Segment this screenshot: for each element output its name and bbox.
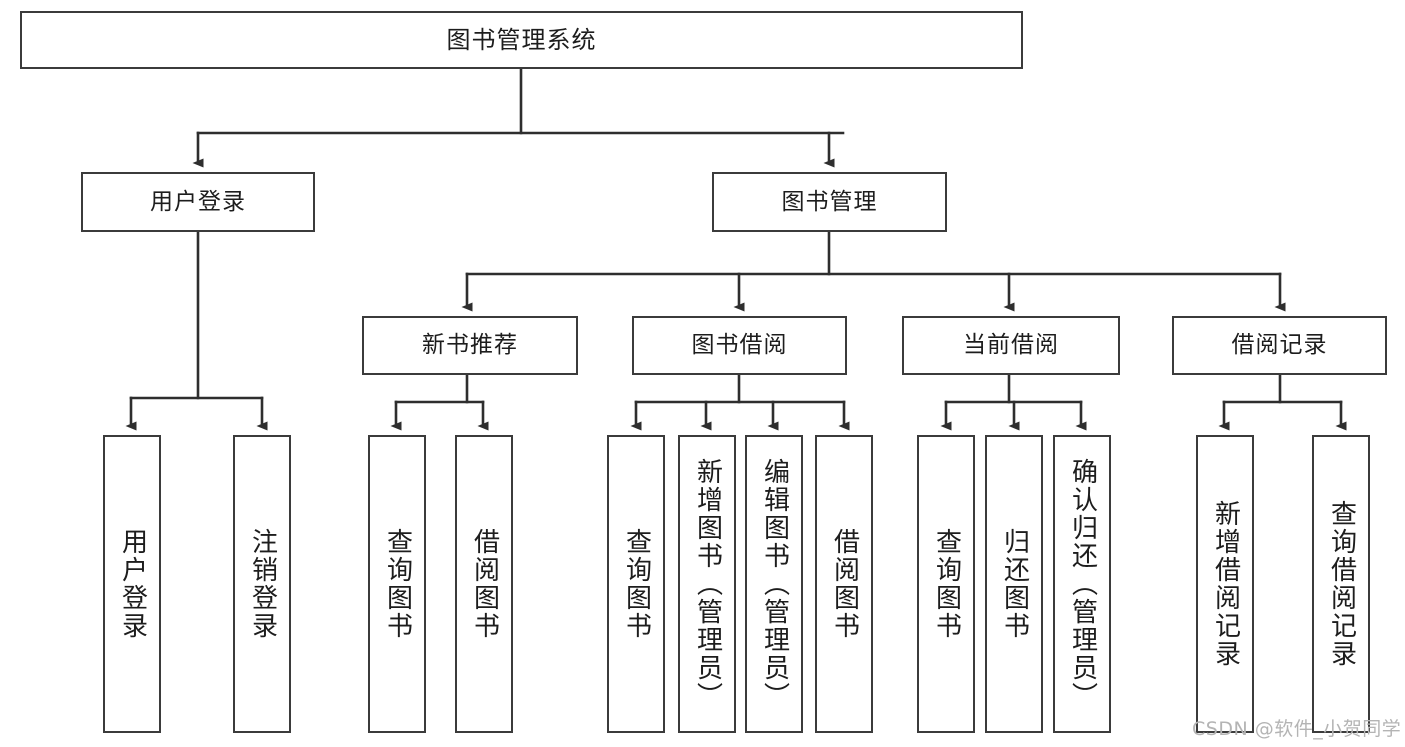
node-root-book-management-system[interactable]: 图书管理系统 bbox=[20, 11, 1023, 69]
node-user-login[interactable]: 用户登录 bbox=[81, 172, 315, 232]
leaf-user-login[interactable]: 用户登录 bbox=[103, 435, 161, 733]
node-label: 新增借阅记录 bbox=[1210, 500, 1241, 668]
node-label: 新增图书（管理员） bbox=[692, 458, 723, 710]
node-label: 借阅图书 bbox=[469, 528, 500, 640]
node-label: 查询图书 bbox=[621, 528, 652, 640]
leaf-add-book-admin[interactable]: 新增图书（管理员） bbox=[678, 435, 736, 733]
node-label: 用户登录 bbox=[117, 528, 148, 640]
leaf-add-borrow-record[interactable]: 新增借阅记录 bbox=[1196, 435, 1254, 733]
node-new-book-recommendation[interactable]: 新书推荐 bbox=[362, 316, 578, 375]
node-book-management[interactable]: 图书管理 bbox=[712, 172, 947, 232]
node-label: 归还图书 bbox=[999, 528, 1030, 640]
leaf-query-books-borrow[interactable]: 查询图书 bbox=[607, 435, 665, 733]
node-book-borrow[interactable]: 图书借阅 bbox=[632, 316, 847, 375]
leaf-borrow-books-recommend[interactable]: 借阅图书 bbox=[455, 435, 513, 733]
leaf-edit-book-admin[interactable]: 编辑图书（管理员） bbox=[745, 435, 803, 733]
node-label: 借阅记录 bbox=[1231, 332, 1328, 358]
node-borrow-records[interactable]: 借阅记录 bbox=[1172, 316, 1387, 375]
node-label: 确认归还（管理员） bbox=[1067, 458, 1098, 710]
node-label: 图书管理系统 bbox=[446, 26, 597, 54]
node-label: 图书管理 bbox=[781, 188, 878, 215]
node-label: 查询借阅记录 bbox=[1326, 500, 1357, 668]
leaf-return-books[interactable]: 归还图书 bbox=[985, 435, 1043, 733]
node-label: 编辑图书（管理员） bbox=[759, 458, 790, 710]
node-label: 查询图书 bbox=[382, 528, 413, 640]
node-label: 当前借阅 bbox=[963, 332, 1059, 358]
node-label: 借阅图书 bbox=[829, 528, 860, 640]
node-current-borrowing[interactable]: 当前借阅 bbox=[902, 316, 1120, 375]
node-label: 注销登录 bbox=[247, 528, 278, 640]
leaf-logout[interactable]: 注销登录 bbox=[233, 435, 291, 733]
leaf-query-books-recommend[interactable]: 查询图书 bbox=[368, 435, 426, 733]
leaf-query-books-current[interactable]: 查询图书 bbox=[917, 435, 975, 733]
leaf-borrow-books[interactable]: 借阅图书 bbox=[815, 435, 873, 733]
leaf-query-borrow-record[interactable]: 查询借阅记录 bbox=[1312, 435, 1370, 733]
leaf-confirm-return-admin[interactable]: 确认归还（管理员） bbox=[1053, 435, 1111, 733]
node-label: 查询图书 bbox=[931, 528, 962, 640]
node-label: 新书推荐 bbox=[422, 332, 518, 358]
watermark-text: CSDN @软件_小贺同学 bbox=[1192, 718, 1402, 740]
node-label: 图书借阅 bbox=[691, 332, 788, 358]
node-label: 用户登录 bbox=[150, 188, 246, 215]
